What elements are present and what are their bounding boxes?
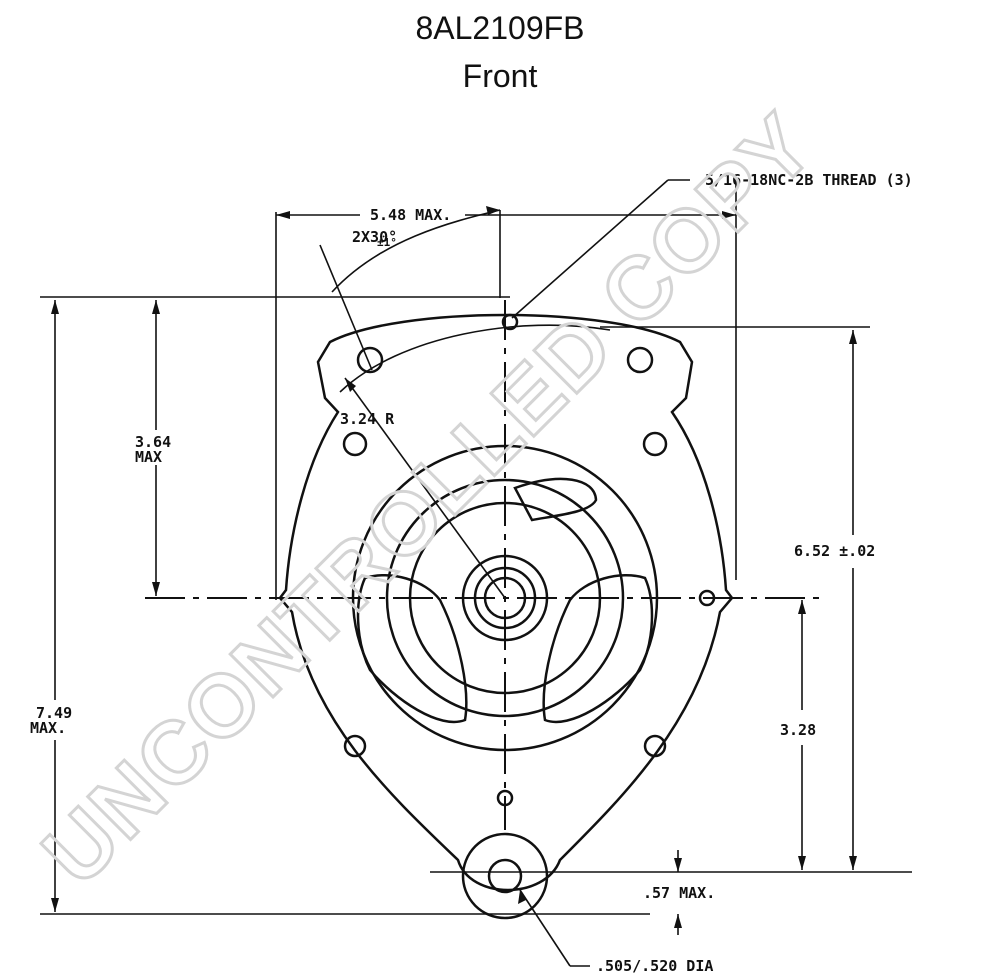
vent-slot-left — [356, 574, 468, 724]
mount-hole — [487, 858, 523, 894]
thread-hole-right — [626, 346, 654, 374]
mount-height-dimension: 6.52 ±.02 — [794, 542, 875, 560]
total-height-line1: 7.49 — [36, 704, 72, 722]
height-upper-line2: MAX — [135, 448, 162, 466]
radius-dimension: 3.24 R — [340, 410, 395, 428]
housing-circle-mid — [385, 478, 625, 718]
side-hole-right-lower — [643, 734, 667, 758]
part-number-title: 8AL2109FB — [415, 10, 585, 46]
vent-slot-right — [542, 574, 654, 724]
side-hole-right-upper — [642, 431, 668, 457]
angle-tolerance: ±1° — [377, 236, 397, 249]
angle-dimension: 2X30° — [352, 228, 397, 246]
vent-slot-top — [513, 477, 598, 522]
side-hole-left-lower — [343, 734, 367, 758]
bottom-offset-dimension: .57 MAX. — [643, 884, 715, 902]
view-title: Front — [462, 58, 538, 94]
height-upper-line1: 3.64 — [135, 433, 171, 451]
side-hole-left-upper — [342, 431, 368, 457]
total-height-line2: MAX. — [30, 719, 66, 737]
housing-outline — [278, 313, 734, 892]
thread-hole-top — [501, 313, 519, 331]
hole-diameter-dimension: .505/.520 DIA — [596, 957, 713, 975]
mount-lug — [461, 832, 549, 920]
width-dimension: 5.48 MAX. — [370, 206, 451, 224]
center-height-dimension: 3.28 — [780, 721, 816, 739]
thread-callout: 5/16-18NC-2B THREAD (3) — [705, 171, 913, 189]
thread-hole-left — [356, 346, 384, 374]
